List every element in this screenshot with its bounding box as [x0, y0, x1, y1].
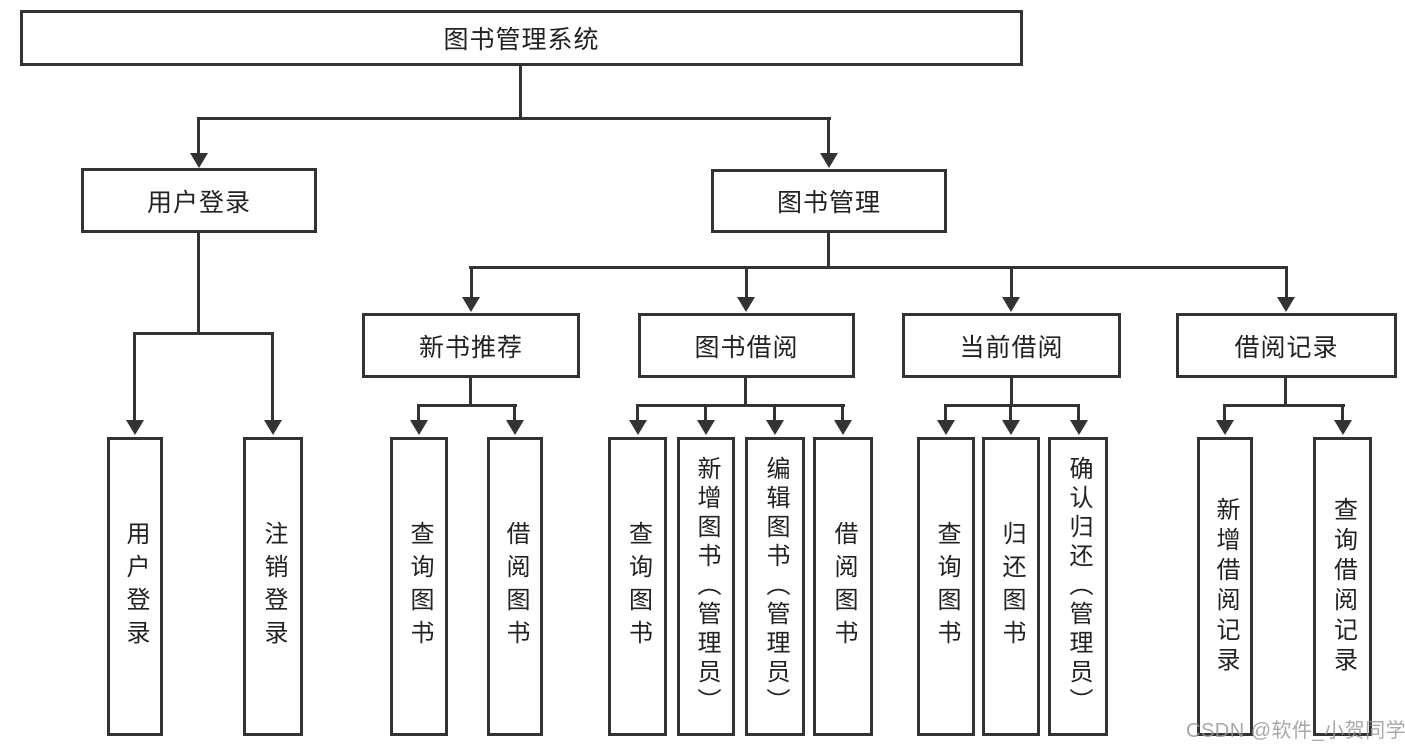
connector-line	[1285, 266, 1288, 299]
connector-line	[197, 117, 200, 155]
arrow-down-icon	[937, 420, 955, 435]
node-bb-query-books: 查询图书	[608, 437, 667, 736]
connector-line	[1284, 378, 1287, 407]
connector-line	[636, 404, 639, 422]
node-br-add-record-label: 新增借阅记录	[1212, 496, 1239, 677]
connector-line	[133, 332, 274, 335]
arrow-down-icon	[629, 420, 647, 435]
node-book-borrowing-label: 图书借阅	[694, 333, 799, 362]
arrow-down-icon	[834, 420, 852, 435]
arrow-down-icon	[1277, 297, 1295, 312]
connector-line	[1223, 404, 1226, 422]
connector-line	[1010, 266, 1013, 299]
node-bb-borrow-books-label: 借阅图书	[830, 520, 857, 653]
node-cb-query-books-label: 查询图书	[933, 520, 960, 653]
node-login-label: 用户登录	[122, 520, 149, 653]
node-user-login-label: 用户登录	[146, 188, 251, 217]
arrow-down-icon	[1002, 420, 1020, 435]
connector-line	[271, 332, 274, 421]
connector-line	[197, 117, 831, 120]
connector-line	[469, 266, 1288, 269]
node-nb-query-books: 查询图书	[390, 437, 448, 736]
arrow-down-icon	[190, 153, 208, 168]
node-br-add-record: 新增借阅记录	[1197, 437, 1253, 736]
arrow-down-icon	[1334, 420, 1352, 435]
arrow-down-icon	[462, 297, 480, 312]
connector-line	[1010, 378, 1013, 407]
connector-line	[469, 378, 472, 407]
node-new-book-recommend-label: 新书推荐	[418, 333, 523, 362]
node-book-borrowing: 图书借阅	[638, 313, 855, 378]
connector-line	[745, 266, 748, 299]
connector-line	[470, 266, 473, 299]
node-current-borrowing: 当前借阅	[902, 313, 1121, 378]
node-bb-add-books: 新增图书（管理员）	[677, 437, 735, 736]
connector-line	[513, 404, 516, 422]
node-new-book-recommend: 新书推荐	[362, 313, 580, 378]
node-br-query-record: 查询借阅记录	[1313, 437, 1372, 736]
connector-line	[1223, 404, 1345, 407]
connector-line	[417, 404, 517, 407]
arrow-down-icon	[1002, 297, 1020, 312]
connector-line	[944, 404, 947, 422]
node-bb-add-books-label: 新增图书（管理员）	[693, 456, 720, 717]
arrow-down-icon	[1216, 420, 1234, 435]
connector-line	[827, 117, 830, 155]
connector-line	[704, 404, 707, 422]
connector-line	[133, 332, 136, 421]
node-cb-confirm-return-label: 确认归还（管理员）	[1065, 456, 1092, 717]
arrow-down-icon	[1070, 420, 1088, 435]
arrow-down-icon	[410, 420, 428, 435]
connector-line	[636, 404, 845, 407]
node-cb-query-books: 查询图书	[917, 437, 975, 736]
arrow-down-icon	[697, 420, 715, 435]
node-login: 用户登录	[107, 437, 163, 736]
connector-line	[944, 404, 1080, 407]
connector-line	[841, 404, 844, 422]
connector-line	[197, 233, 200, 334]
node-bb-edit-books-label: 编辑图书（管理员）	[762, 456, 789, 717]
node-logout-label: 注销登录	[260, 520, 287, 653]
arrow-down-icon	[264, 420, 282, 435]
node-book-management-label: 图书管理	[776, 189, 881, 217]
arrow-down-icon	[737, 297, 755, 312]
node-bb-borrow-books: 借阅图书	[813, 437, 873, 736]
csdn-watermark: CSDN @软件_小贺同学	[1186, 720, 1405, 742]
node-bb-edit-books: 编辑图书（管理员）	[745, 437, 805, 736]
node-cb-confirm-return: 确认归还（管理员）	[1048, 437, 1108, 736]
arrow-down-icon	[820, 153, 838, 168]
connector-line	[519, 66, 522, 119]
connector-line	[744, 378, 747, 407]
node-nb-borrow-books-label: 借阅图书	[502, 520, 529, 653]
connector-line	[417, 404, 420, 422]
node-root-label: 图书管理系统	[443, 26, 600, 54]
node-nb-query-books-label: 查询图书	[406, 520, 433, 653]
node-borrowing-records: 借阅记录	[1176, 313, 1397, 378]
node-nb-borrow-books: 借阅图书	[487, 437, 543, 736]
connector-line	[1341, 404, 1344, 422]
connector-line	[827, 233, 830, 269]
node-user-login: 用户登录	[81, 168, 317, 233]
node-cb-return-books-label: 归还图书	[998, 520, 1025, 653]
node-logout: 注销登录	[243, 437, 303, 736]
arrow-down-icon	[506, 420, 524, 435]
node-current-borrowing-label: 当前借阅	[959, 333, 1064, 362]
node-root: 图书管理系统	[20, 10, 1023, 66]
connector-line	[1009, 404, 1012, 422]
arrow-down-icon	[766, 420, 784, 435]
node-borrowing-records-label: 借阅记录	[1234, 333, 1339, 362]
node-cb-return-books: 归还图书	[982, 437, 1040, 736]
connector-line	[773, 404, 776, 422]
node-bb-query-books-label: 查询图书	[624, 520, 652, 653]
node-br-query-record-label: 查询借阅记录	[1329, 496, 1357, 677]
node-book-management: 图书管理	[711, 169, 947, 233]
connector-line	[1077, 404, 1080, 422]
arrow-down-icon	[126, 420, 144, 435]
